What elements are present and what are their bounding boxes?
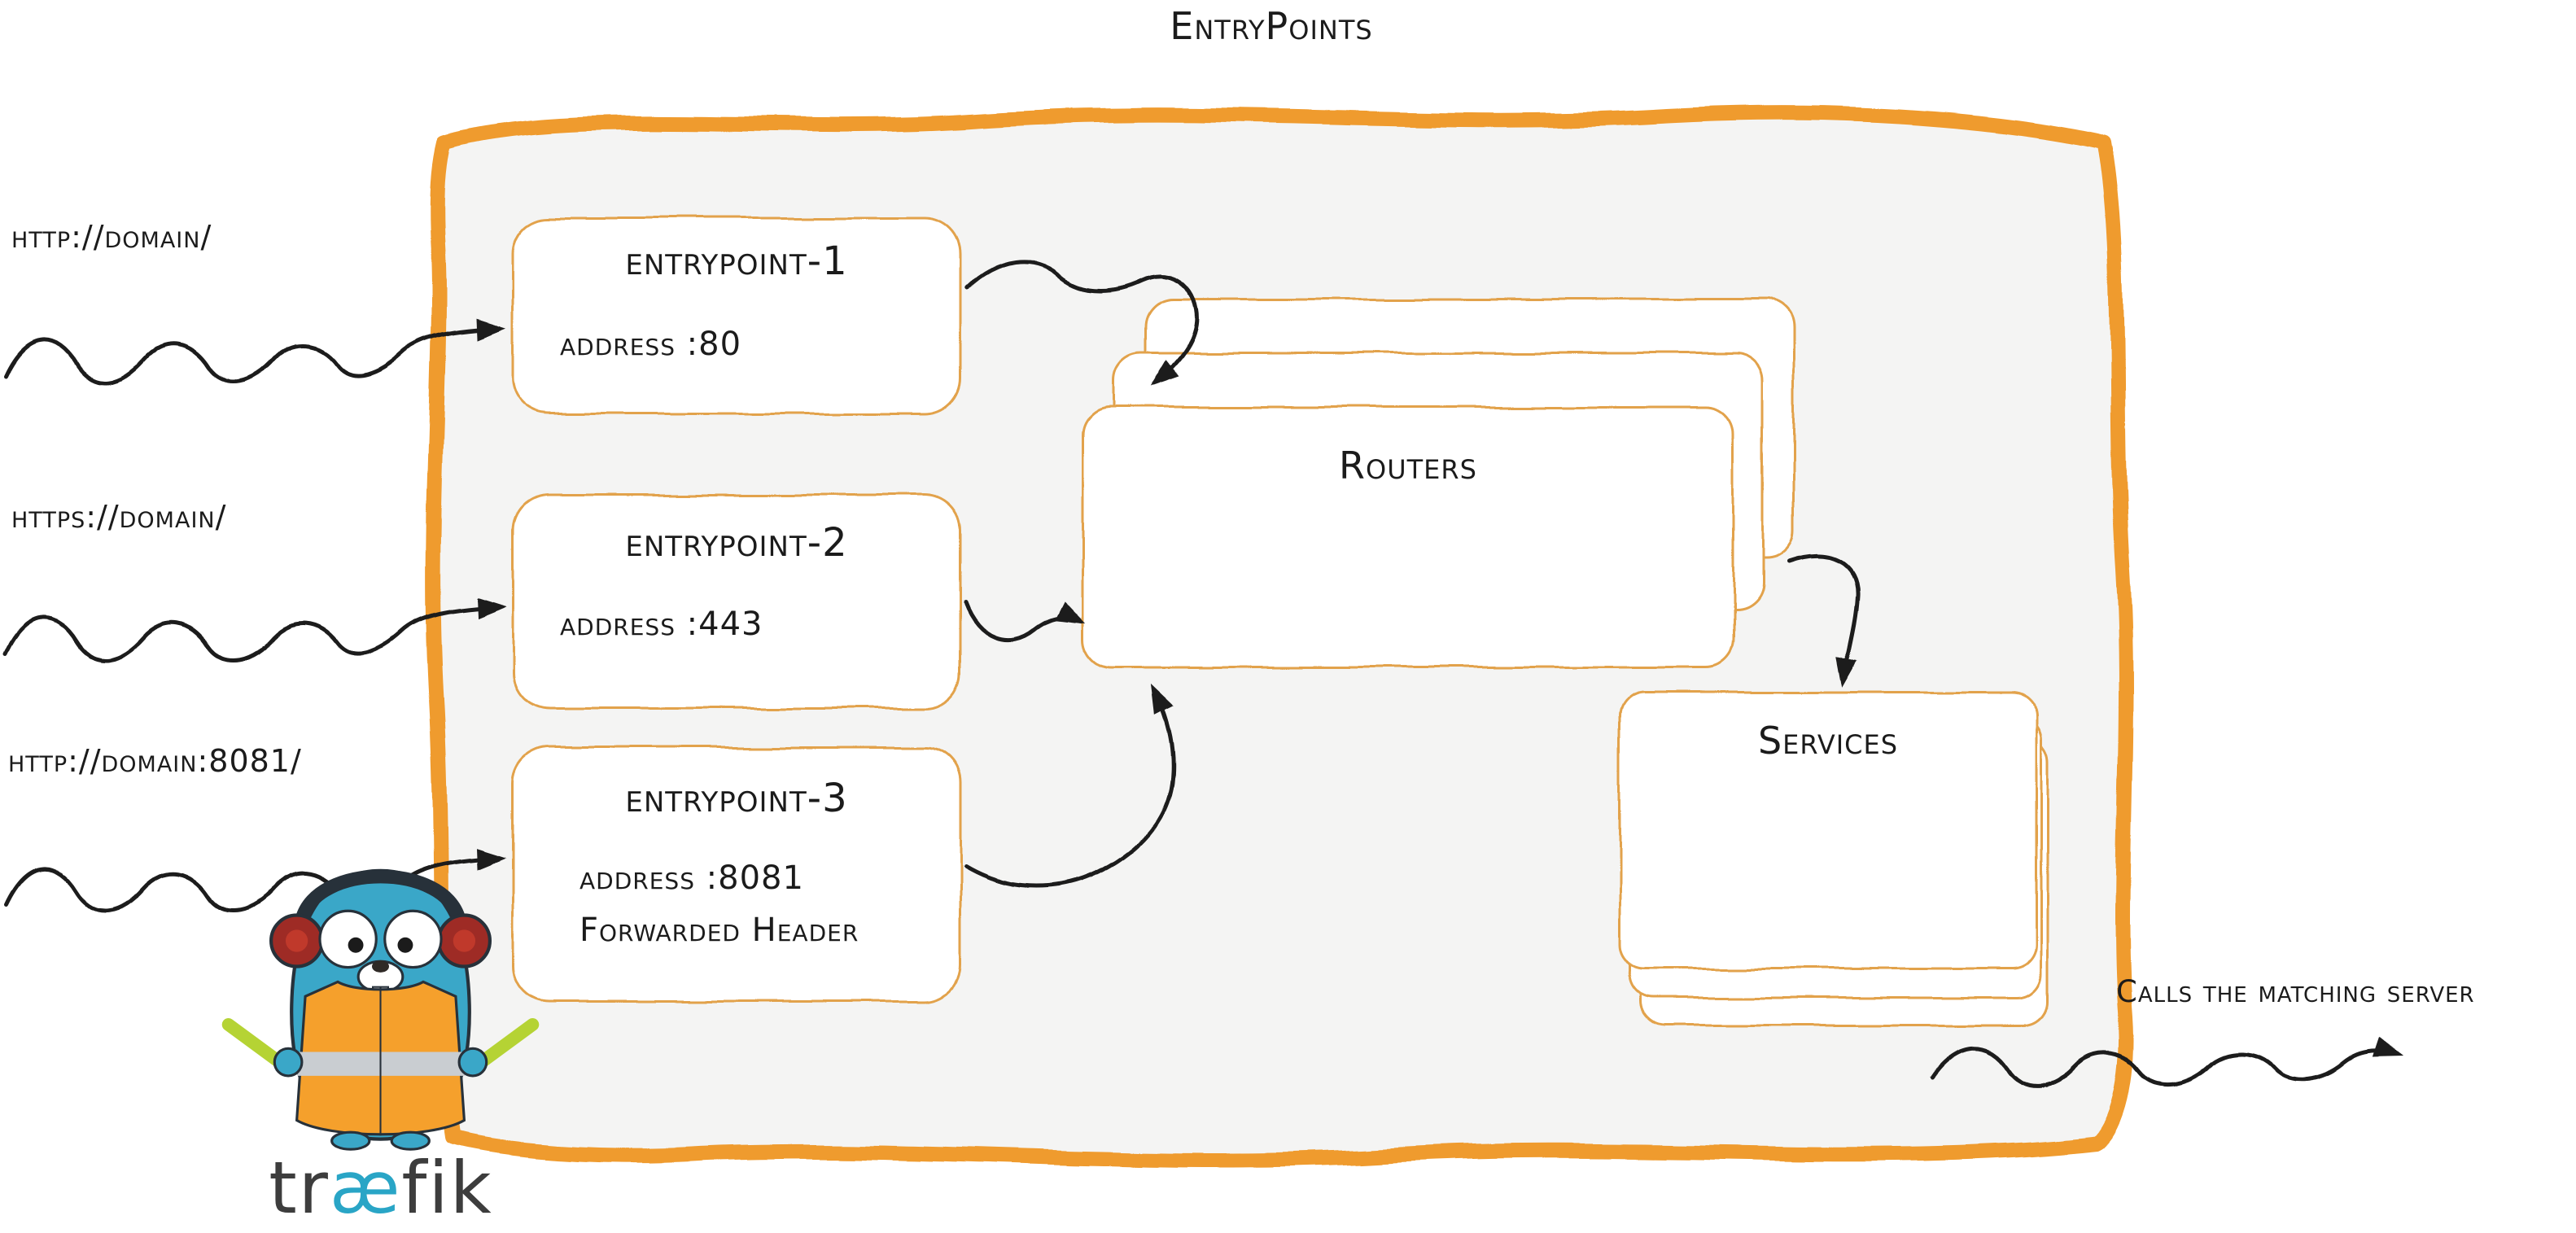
traefik-gopher bbox=[221, 868, 540, 1151]
arrows bbox=[4, 259, 2404, 1089]
input-label-http-8081: http://domain:8081/ bbox=[8, 743, 302, 779]
input-label-http: http://domain/ bbox=[11, 219, 212, 255]
entrypoint-2-name: entrypoint-2 bbox=[625, 520, 848, 566]
arrow-input-2 bbox=[7, 607, 500, 661]
foot-right bbox=[390, 1130, 431, 1151]
pupil-left bbox=[348, 937, 364, 953]
input-label-https: https://domain/ bbox=[11, 499, 227, 535]
foot-left bbox=[330, 1130, 371, 1151]
diagram-title: EntryPoints bbox=[1170, 4, 1373, 48]
entrypoint-1-address: address :80 bbox=[560, 326, 742, 363]
headphone-cup-right-inner bbox=[453, 929, 476, 952]
output-label: Calls the matching server bbox=[2116, 974, 2475, 1009]
hand-left bbox=[273, 1047, 304, 1078]
services-label: Services bbox=[1757, 719, 1899, 763]
vest-stripe bbox=[297, 1052, 466, 1076]
entrypoint-3-name: entrypoint-3 bbox=[625, 776, 848, 821]
services-stack bbox=[1618, 690, 2049, 1027]
safety-vest bbox=[295, 980, 466, 1136]
traefik-wordmark: træfik bbox=[269, 1146, 493, 1230]
headphone-cup-left-inner bbox=[285, 929, 308, 952]
arrow-input-1 bbox=[4, 319, 506, 384]
entrypoint-3-forwarded-header: Forwarded Header bbox=[579, 912, 859, 949]
headphone-band bbox=[295, 869, 466, 927]
wordmark-pre: tr bbox=[269, 1146, 330, 1230]
hand-right bbox=[457, 1047, 488, 1078]
wordmark-post: fik bbox=[401, 1146, 493, 1230]
arrow-output bbox=[1930, 1037, 2404, 1089]
eye-left bbox=[318, 909, 378, 969]
arrow-entrypoint3-to-routers bbox=[963, 684, 1175, 888]
entrypoint-1-name: entrypoint-1 bbox=[625, 238, 848, 284]
pupil-right bbox=[397, 937, 413, 953]
routers-label: Routers bbox=[1339, 444, 1477, 488]
entrypoint-1-box bbox=[511, 216, 962, 415]
router-card-front bbox=[1081, 405, 1735, 669]
routers-stack bbox=[1081, 298, 1795, 669]
entrypoint-3-address: address :8081 bbox=[579, 859, 804, 897]
service-card-front bbox=[1618, 690, 2038, 970]
headphones bbox=[269, 869, 492, 968]
entrypoint-2-address: address :443 bbox=[560, 606, 763, 643]
entrypoint-boxes bbox=[511, 216, 962, 1003]
entrypoint-2-box bbox=[511, 493, 962, 710]
entrypoint-3-box bbox=[511, 745, 962, 1003]
arrow-entrypoint1-to-routers bbox=[964, 259, 1200, 387]
nose bbox=[372, 960, 389, 973]
arrow-routers-to-services bbox=[1787, 553, 1860, 687]
wordmark-ae: æ bbox=[329, 1146, 402, 1230]
eye-right bbox=[383, 909, 443, 969]
arrow-entrypoint2-to-routers bbox=[963, 600, 1086, 642]
gopher-face bbox=[318, 909, 443, 1002]
